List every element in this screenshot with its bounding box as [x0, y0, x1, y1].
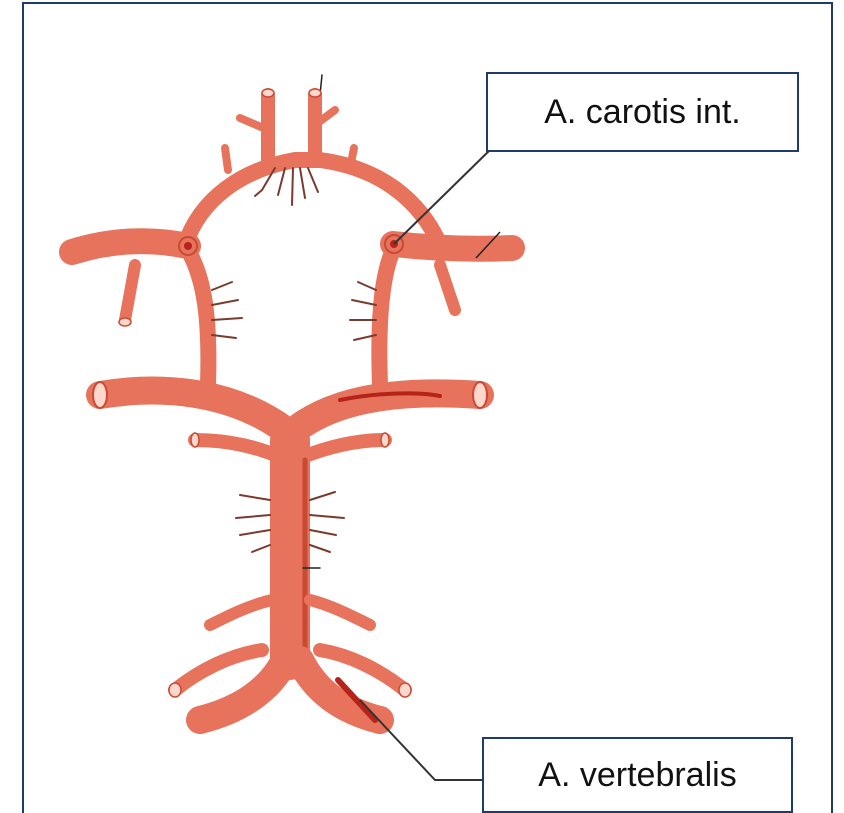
label-arteria-vertebralis: A. vertebralis [482, 737, 793, 813]
arteries [72, 75, 512, 720]
posterior-cerebral-right [295, 393, 480, 430]
posterior-cerebral-left [100, 391, 285, 430]
posterior-communicating-left [188, 250, 208, 385]
label-vertebralis-text: A. vertebralis [538, 756, 736, 795]
aica-left [210, 600, 272, 625]
posterior-communicating-right [379, 250, 393, 385]
superior-cerebellar-left [195, 440, 282, 458]
label-arteria-carotis-interna: A. carotis int. [486, 72, 799, 152]
aica-right [310, 600, 370, 625]
label-carotis-text: A. carotis int. [544, 93, 741, 132]
middle-cerebral-left [72, 241, 188, 252]
superior-cerebellar-right [300, 440, 385, 458]
middle-cerebral-right [393, 244, 512, 249]
